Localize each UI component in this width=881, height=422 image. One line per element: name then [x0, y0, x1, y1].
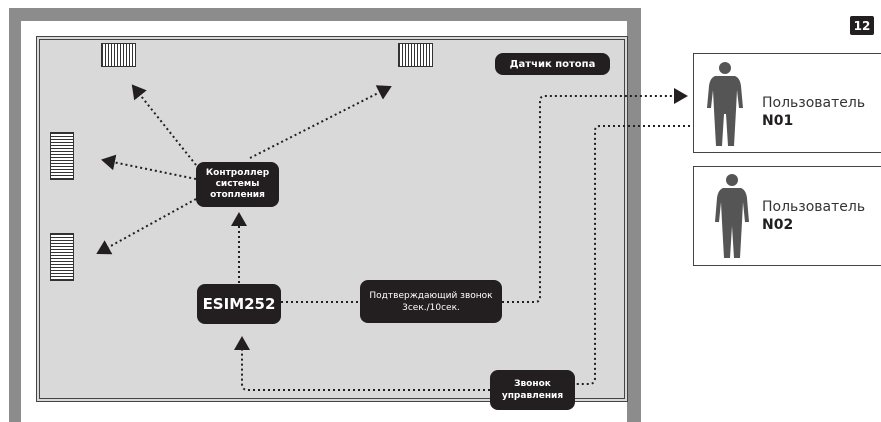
page-number: 12 [850, 16, 874, 35]
control-call-box: Звонок управления [490, 370, 575, 410]
arrow-icon [96, 198, 197, 255]
radiator-icon [50, 132, 74, 180]
arrow-icon [234, 336, 490, 391]
radiator-icon [101, 43, 136, 67]
heating-controller-box: Контроллер системы отопления [196, 162, 279, 207]
confirm-call-box: Подтверждающий звонок 3сек./10сек. [360, 280, 502, 323]
arrow-icon [101, 154, 197, 180]
user-label-n02: Пользователь N02 [762, 199, 866, 233]
person-silhouette-icon [715, 174, 749, 258]
radiator-icon [398, 43, 433, 67]
flood-sensor-label: Датчик потопа [495, 53, 610, 75]
esim252-device-box: ESIM252 [197, 284, 281, 324]
arrow-icon [575, 125, 690, 385]
user-label-n01: Пользователь N01 [762, 95, 866, 129]
person-silhouette-icon [707, 62, 743, 146]
radiator-icon [50, 233, 74, 281]
arrow-icon [249, 85, 392, 159]
arrow-icon [131, 84, 197, 166]
